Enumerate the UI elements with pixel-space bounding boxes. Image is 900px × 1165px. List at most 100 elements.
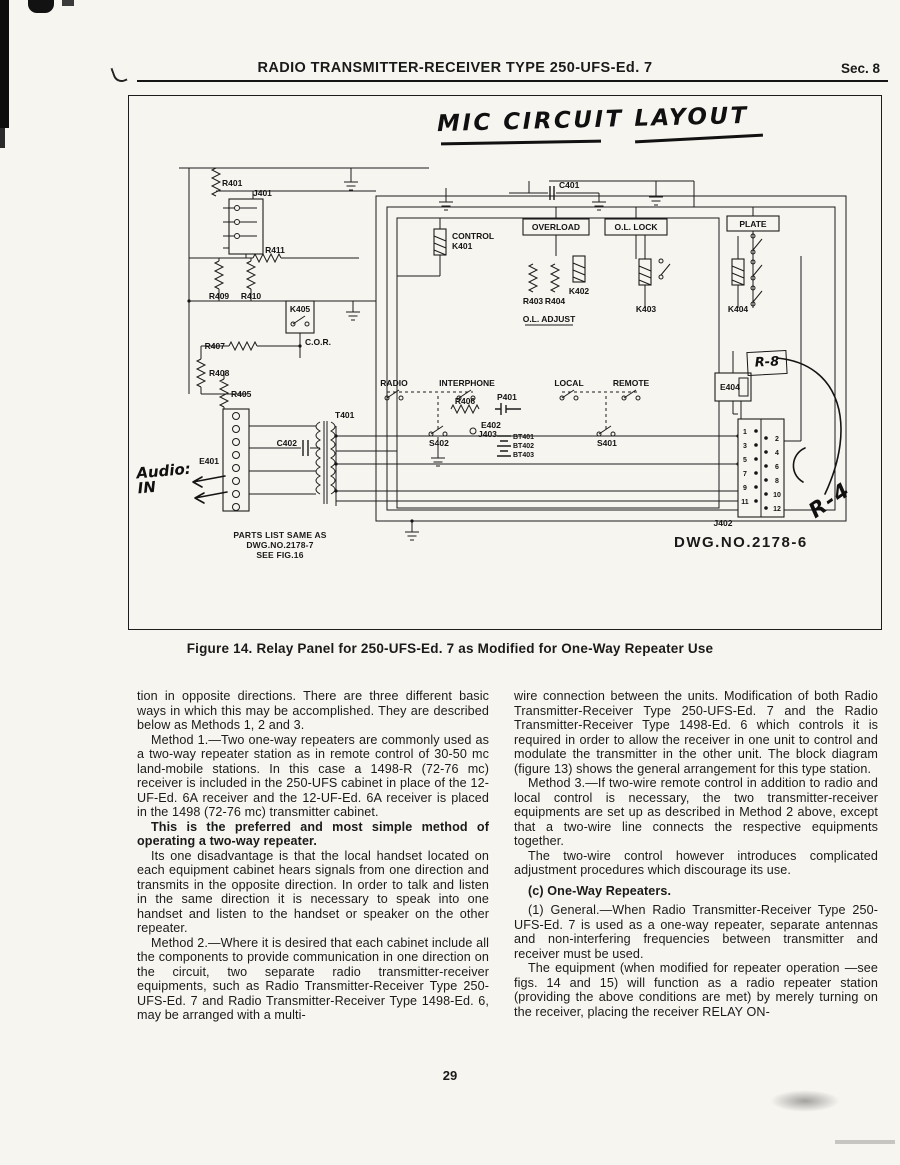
label-control: CONTROL — [452, 231, 494, 241]
ground-icon — [343, 175, 359, 191]
e404-element — [738, 377, 749, 397]
label-j401: J401 — [253, 188, 272, 198]
scan-artifact — [62, 0, 74, 6]
switch-local — [559, 389, 579, 401]
label-e404: E404 — [720, 382, 740, 392]
parts-note-line: DWG.NO.2178-7 — [246, 540, 314, 550]
paragraph: (1) General.—When Radio Transmitter-Rece… — [514, 903, 878, 961]
label-ol-adjust: O.L. ADJUST — [523, 314, 576, 324]
parts-note-line: SEE FIG.16 — [256, 550, 304, 560]
paragraph: Method 2.—Where it is desired that each … — [137, 935, 489, 1023]
relay-coil-k404 — [731, 258, 745, 286]
pen-c-mark — [792, 447, 806, 483]
figure-caption: Figure 14. Relay Panel for 250-UFS-Ed. 7… — [186, 641, 714, 656]
resistor-r404 — [550, 263, 560, 293]
switch-s402 — [428, 425, 448, 437]
resistor-r411 — [252, 253, 282, 263]
ol-lock-box — [604, 218, 668, 236]
pin-number: 9 — [743, 485, 747, 492]
label-local: LOCAL — [554, 378, 583, 388]
scan-artifact — [0, 128, 5, 148]
body-right-column: wire connection between the units. Modif… — [514, 689, 878, 1019]
ground-icon — [345, 305, 361, 321]
label-r408: R408 — [209, 368, 230, 378]
resistor-r406 — [450, 404, 480, 414]
pen-line-to-r4 — [776, 357, 842, 495]
label-j402: J402 — [714, 518, 733, 528]
relay-coil-k403 — [638, 258, 652, 286]
pin-number: 1 — [743, 429, 747, 436]
scan-artifact — [0, 0, 9, 128]
ground-icon — [591, 195, 607, 211]
section-label: Sec. 8 — [840, 61, 880, 76]
switch-radio — [384, 389, 404, 401]
resistor-r403 — [528, 263, 538, 293]
pin-number: 5 — [743, 457, 747, 464]
label-bt401: BT401 — [513, 434, 534, 441]
label-radio: RADIO — [380, 378, 408, 388]
switch-remote — [621, 389, 641, 401]
drawing-number: DWG.NO.2178-6 — [674, 534, 808, 551]
resistor-r409 — [214, 260, 224, 290]
label-k402: K402 — [569, 286, 590, 296]
label-bt403: BT403 — [513, 452, 534, 459]
label-k401: K401 — [452, 241, 473, 251]
pin-number: 12 — [773, 506, 781, 513]
relay-panel-schematic: R401 J401 R411 R409 R410 K405 C.O.R. R40… — [179, 167, 847, 541]
label-k405: K405 — [290, 304, 311, 314]
audio-arrow-icon — [192, 475, 226, 488]
label-interphone: INTERPHONE — [439, 378, 495, 388]
label-r403: R403 — [523, 296, 544, 306]
ground-icon — [438, 195, 454, 211]
label-t401: T401 — [335, 410, 355, 420]
label-cor: C.O.R. — [305, 337, 331, 347]
resistor-r410 — [246, 260, 256, 290]
scan-artifact — [28, 0, 54, 13]
paragraph: The two-wire control however introduces … — [514, 848, 878, 878]
resistor-r401 — [211, 167, 221, 197]
audio-arrow-icon — [194, 491, 228, 504]
resistor-r407 — [228, 341, 258, 351]
label-r411: R411 — [265, 245, 285, 255]
label-bt402: BT402 — [513, 443, 534, 450]
battery-bt401-403 — [497, 435, 511, 457]
label-ol-lock: O.L. LOCK — [615, 222, 659, 232]
label-e401: E401 — [199, 456, 219, 466]
plate-box — [726, 215, 780, 232]
label-j403: J403 — [478, 429, 497, 439]
relay-coil-k401 — [433, 228, 447, 256]
label-r410: R410 — [241, 291, 262, 301]
subsection-heading: (c) One-Way Repeaters. — [528, 883, 672, 898]
label-r406: R406 — [455, 396, 476, 406]
label-plate: PLATE — [739, 219, 767, 229]
label-c401: C401 — [559, 180, 580, 190]
paragraph: Method 1.—Two one-way repeaters are comm… — [137, 732, 489, 820]
label-p401: P401 — [497, 392, 517, 402]
label-r404: R404 — [545, 296, 566, 306]
pin-number: 10 — [773, 492, 781, 499]
ground-icon — [648, 190, 664, 206]
label-overload: OVERLOAD — [532, 222, 580, 232]
overload-box — [522, 218, 590, 236]
switch-s401 — [596, 425, 616, 437]
capacitor-c402 — [302, 440, 309, 456]
pin-number: 7 — [743, 471, 747, 478]
connector-j402 — [737, 418, 785, 518]
relay-k405 — [285, 300, 315, 334]
relay-contact — [658, 258, 671, 280]
relay-coil-k402 — [572, 255, 586, 283]
figure-14-schematic: R401 J401 R411 R409 R410 K405 C.O.R. R40… — [128, 95, 882, 630]
jack-j403 — [469, 427, 477, 435]
transformer-t401 — [315, 421, 336, 504]
page-title: RADIO TRANSMITTER-RECEIVER TYPE 250-UFS-… — [257, 60, 653, 76]
label-r409: R409 — [209, 291, 230, 301]
pin-number: 3 — [743, 443, 747, 450]
pin-number: 4 — [775, 450, 779, 457]
parts-list-note: PARTS LIST SAME AS DWG.NO.2178-7 SEE FIG… — [215, 530, 345, 560]
pin-number: 8 — [775, 478, 779, 485]
label-r407: R407 — [205, 341, 226, 351]
label-r405: R405 — [231, 389, 252, 399]
paragraph: tion in opposite directions. There are t… — [137, 689, 489, 732]
handwritten-audio-note: Audio: IN — [136, 460, 193, 498]
